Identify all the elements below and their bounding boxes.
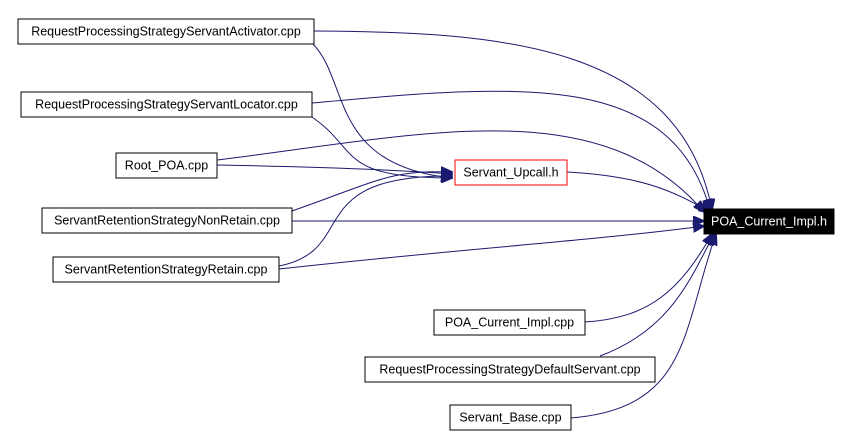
edge-retain-to-upcall [278, 176, 452, 267]
edge-retain-to-current-impl-h [278, 226, 704, 270]
edge-locator-to-current-impl-h [311, 90, 710, 210]
node-upcall-label: Servant_Upcall.h [463, 166, 558, 180]
node-current-impl-h-label: POA_Current_Impl.h [711, 215, 827, 229]
node-servant-base-label: Servant_Base.cpp [459, 411, 561, 425]
node-retain[interactable]: ServantRetentionStrategyRetain.cpp [52, 256, 280, 283]
node-root-poa-label: Root_POA.cpp [125, 159, 208, 173]
node-activator-label: RequestProcessingStrategyServantActivato… [31, 25, 301, 39]
node-nonretain[interactable]: ServantRetentionStrategyNonRetain.cpp [41, 207, 293, 234]
node-current-impl-cpp[interactable]: POA_Current_Impl.cpp [433, 309, 586, 336]
node-servant-base[interactable]: Servant_Base.cpp [449, 404, 572, 431]
node-activator[interactable]: RequestProcessingStrategyServantActivato… [17, 18, 315, 45]
node-current-impl-h[interactable]: POA_Current_Impl.h [703, 208, 835, 235]
node-default-servant-label: RequestProcessingStrategyDefaultServant.… [379, 363, 640, 377]
node-current-impl-cpp-label: POA_Current_Impl.cpp [445, 316, 574, 330]
edge-root-poa-to-upcall [216, 164, 452, 174]
edge-nonretain-to-upcall [291, 172, 452, 212]
node-retain-label: ServantRetentionStrategyRetain.cpp [65, 263, 268, 277]
edge-root-poa-to-current-impl-h [216, 130, 704, 212]
node-locator-label: RequestProcessingStrategyServantLocator.… [35, 98, 298, 112]
edge-default-servant-to-current-impl-h [599, 234, 714, 357]
edge-layer [216, 30, 716, 419]
edge-upcall-to-current-impl-h [566, 171, 710, 212]
node-root-poa[interactable]: Root_POA.cpp [115, 152, 218, 179]
node-nonretain-label: ServantRetentionStrategyNonRetain.cpp [54, 214, 280, 228]
edge-current-impl-cpp-to-current-impl-h [584, 234, 712, 323]
edge-servant-base-to-current-impl-h [570, 234, 716, 419]
node-default-servant[interactable]: RequestProcessingStrategyDefaultServant.… [364, 356, 656, 383]
node-upcall[interactable]: Servant_Upcall.h [454, 159, 568, 186]
edge-locator-to-upcall [311, 116, 452, 178]
edge-activator-to-current-impl-h [313, 30, 712, 210]
node-locator[interactable]: RequestProcessingStrategyServantLocator.… [20, 91, 313, 118]
edge-activator-to-upcall [311, 42, 452, 178]
